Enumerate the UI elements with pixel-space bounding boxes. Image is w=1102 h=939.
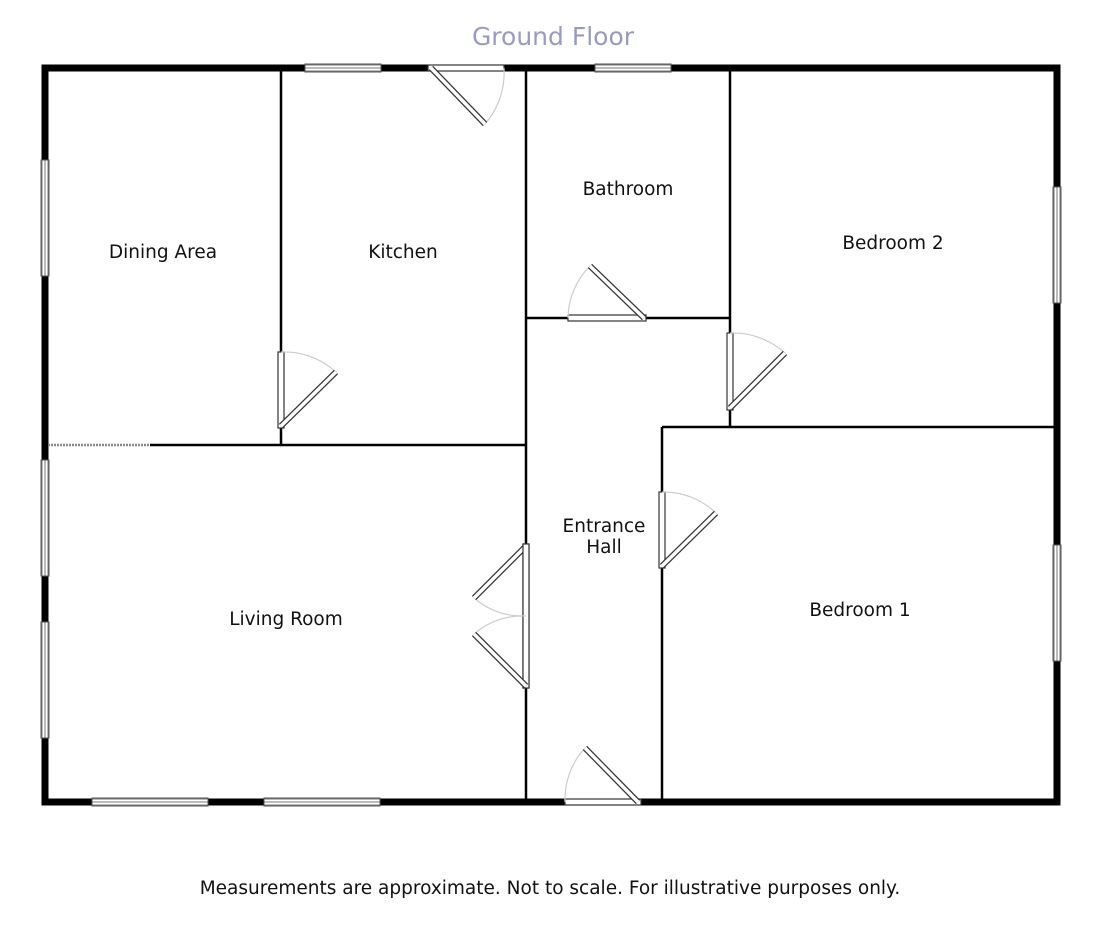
door — [726, 332, 788, 411]
window — [91, 797, 209, 807]
door — [658, 491, 719, 569]
room-label-bedroom-2: Bedroom 2 — [842, 233, 943, 254]
window — [40, 459, 50, 577]
window — [40, 621, 50, 739]
room-label-dining-area: Dining Area — [109, 242, 217, 263]
window — [1052, 186, 1062, 304]
door — [567, 263, 647, 322]
disclaimer-text: Measurements are approximate. Not to sca… — [200, 878, 901, 899]
door — [427, 64, 505, 127]
door — [471, 543, 530, 689]
room-label-living-room: Living Room — [229, 609, 343, 630]
room-label-kitchen: Kitchen — [368, 242, 438, 263]
outer-walls — [41, 64, 1061, 806]
windows — [40, 63, 1062, 807]
floor-title: Ground Floor — [472, 22, 635, 51]
door — [564, 745, 642, 806]
window — [1052, 544, 1062, 662]
window — [40, 159, 50, 277]
window — [304, 63, 382, 73]
room-label-bathroom: Bathroom — [583, 179, 674, 200]
doors — [277, 64, 788, 806]
room-labels: Dining Area Kitchen Bathroom Bedroom 2 E… — [109, 179, 944, 630]
door — [277, 351, 339, 429]
room-label-entrance-hall-line2: Hall — [586, 537, 622, 558]
window — [263, 797, 381, 807]
interior-walls — [48, 68, 1057, 802]
room-label-entrance-hall: Entrance — [563, 516, 646, 537]
window — [594, 63, 672, 73]
room-label-bedroom-1: Bedroom 1 — [809, 600, 910, 621]
